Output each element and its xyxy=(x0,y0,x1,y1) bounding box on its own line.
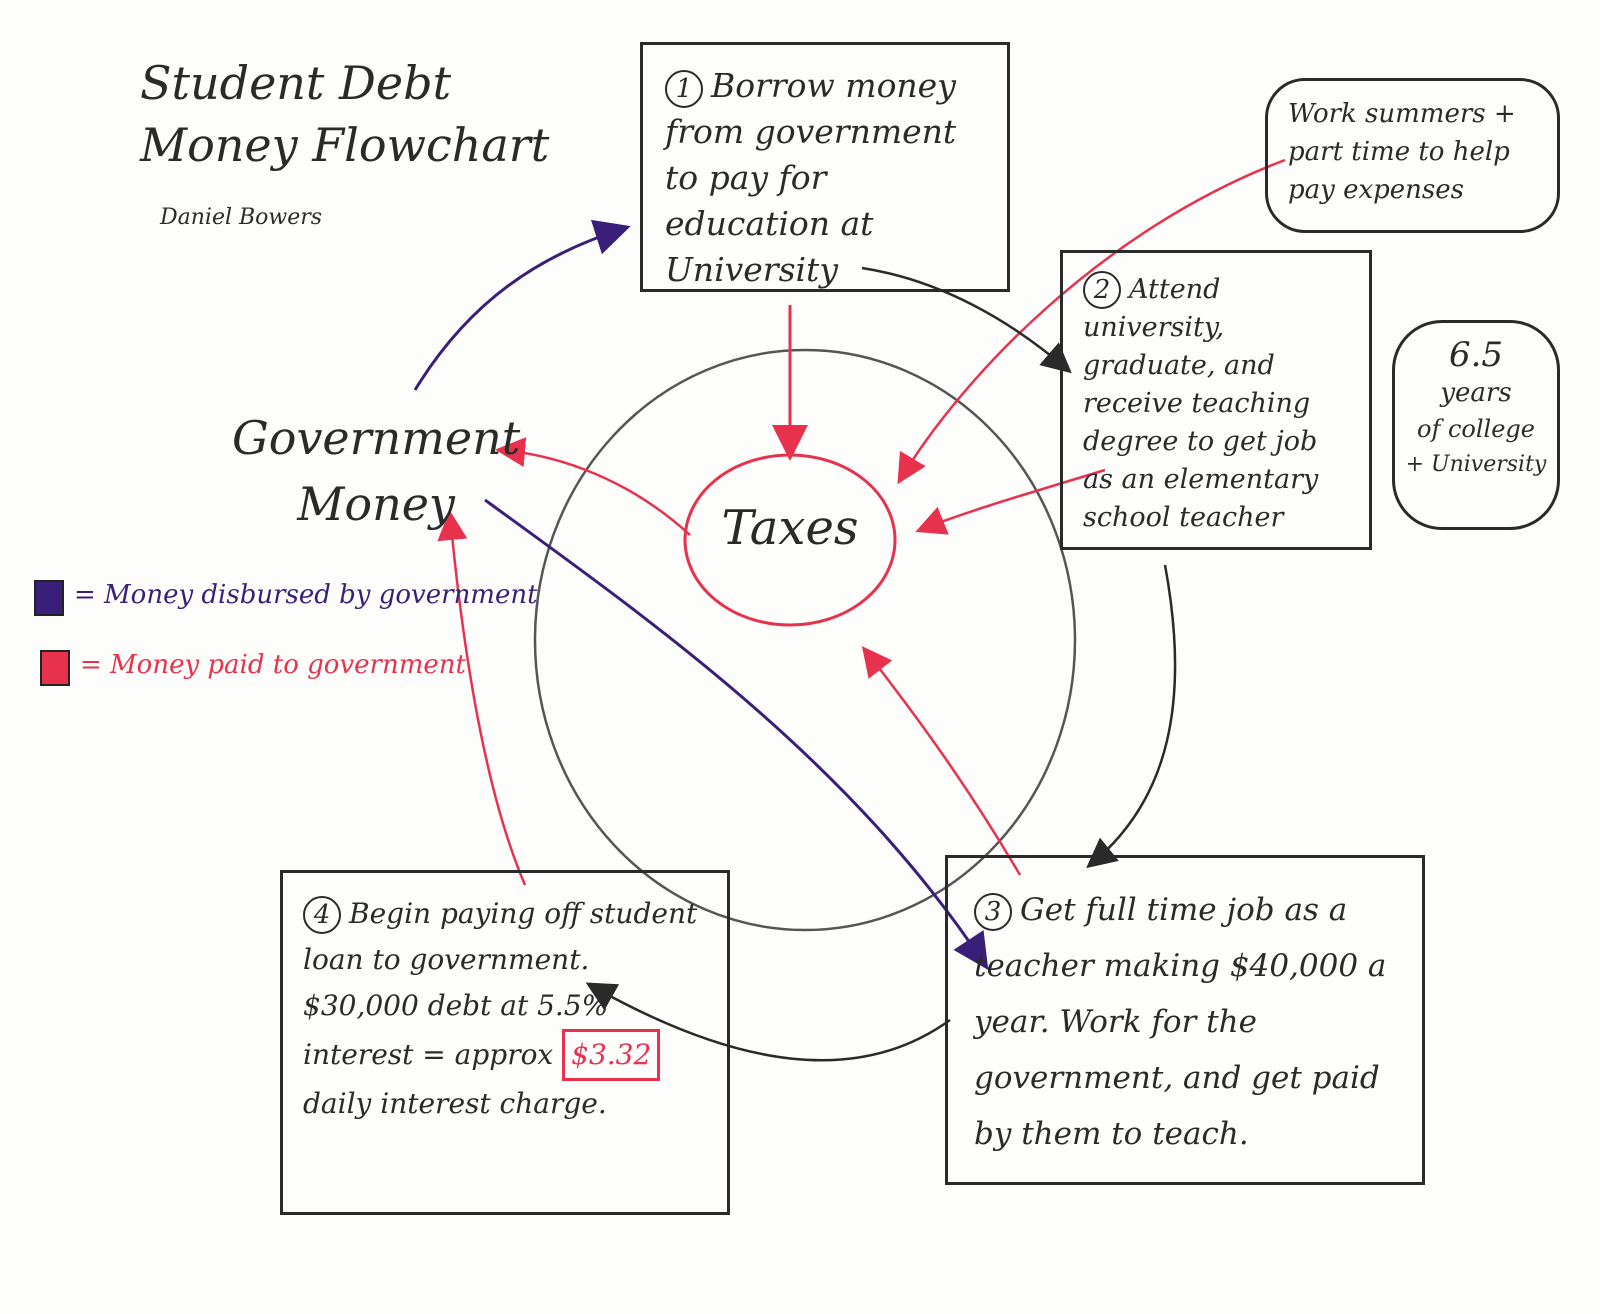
step-3-text: Get full time job as a teacher making $4… xyxy=(974,892,1387,1152)
arrow-gov-to-step3 xyxy=(484,498,989,971)
step-1-text: Borrow money from government to pay for … xyxy=(665,66,957,289)
step-4-text-c: daily interest charge. xyxy=(303,1087,607,1120)
diagram-title: Student Debt Money Flowchart xyxy=(140,52,549,176)
legend-swatch-disbursed xyxy=(34,580,64,616)
step-2-text: Attend university, graduate, and receive… xyxy=(1083,274,1319,533)
step-4-number: 4 xyxy=(303,896,341,934)
step-4-text-a: Begin paying off student loan to governm… xyxy=(303,897,698,976)
step-2-number: 2 xyxy=(1083,271,1121,309)
node-government-money: Government Money xyxy=(232,405,520,537)
arrow-step3-to-taxes xyxy=(861,646,1022,876)
legend-label-disbursed: = Money disbursed by government xyxy=(74,580,538,610)
arrow-step2-to-taxes xyxy=(915,468,1106,535)
legend-swatch-paid xyxy=(40,650,70,686)
cycle-circle xyxy=(533,348,1077,932)
step-3-number: 3 xyxy=(974,893,1012,931)
node-taxes: Taxes xyxy=(721,500,859,556)
years-college: of college xyxy=(1417,415,1535,443)
arrow-step3-to-step4 xyxy=(585,982,951,1062)
work-summers-text: Work summers + part time to help pay exp… xyxy=(1288,99,1516,205)
years-value: 6.5 xyxy=(1448,335,1504,375)
government-line-2: Money xyxy=(297,477,455,531)
work-summers-bubble: Work summers + part time to help pay exp… xyxy=(1265,78,1560,233)
arrow-step1-to-step2 xyxy=(861,266,1072,374)
arrow-step2-to-step3 xyxy=(1086,564,1177,869)
government-line-1: Government xyxy=(232,411,521,465)
title-line-2: Money Flowchart xyxy=(140,118,550,172)
daily-interest-amount: $3.32 xyxy=(562,1029,661,1081)
arrow-step4-to-gov xyxy=(437,510,527,886)
arrow-taxes-to-gov xyxy=(495,437,691,536)
years-label: years xyxy=(1440,378,1512,408)
step-4-text-b: $30,000 debt at 5.5% interest = approx xyxy=(303,989,609,1071)
author-name: Daniel Bowers xyxy=(160,205,323,230)
step-1-number: 1 xyxy=(665,70,703,108)
years-university: + University xyxy=(1405,452,1547,477)
legend-label-paid: = Money paid to government xyxy=(80,650,466,680)
years-bubble: 6.5 years of college + University xyxy=(1392,320,1560,530)
title-line-1: Student Debt xyxy=(140,56,452,110)
arrow-work-to-taxes xyxy=(897,158,1286,485)
arrow-gov-to-step1 xyxy=(413,219,631,391)
